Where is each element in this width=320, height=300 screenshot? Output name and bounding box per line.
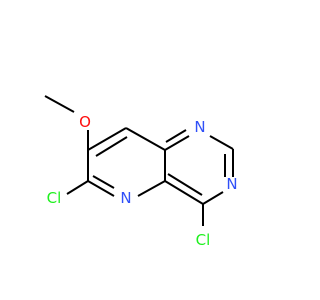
bond-methyl-oxygen	[44, 95, 75, 113]
bond-c6-chlorine	[66, 180, 89, 195]
bond-n5-c6-double	[92, 175, 115, 189]
bond-c8a-n1	[164, 135, 190, 151]
bond-c8a-n1-double	[165, 129, 187, 143]
bond-n5-c6	[87, 180, 115, 197]
atom-label-oxygen: O	[79, 113, 91, 131]
bond-c4-c4a-double	[167, 173, 203, 196]
atom-label-chlorine-left: Cl	[47, 189, 62, 207]
atom-label-nitrogen-top: N	[194, 118, 205, 136]
bond-c7-c8	[87, 127, 127, 151]
bond-n3-c4	[202, 191, 224, 205]
atom-label-nitrogen-right: N	[226, 175, 237, 193]
bond-c4-c4a	[164, 180, 204, 205]
bond-c7-c8-double	[95, 136, 128, 157]
bond-n1-c2	[209, 135, 234, 150]
atom-label-group: O N N N Cl Cl	[47, 113, 238, 249]
atom-label-chlorine-bottom: Cl	[196, 231, 211, 249]
molecule-structure-diagram: O N N N Cl Cl	[44, 95, 238, 249]
atom-label-nitrogen-center: N	[120, 189, 131, 207]
bond-c4a-n5	[137, 180, 166, 197]
bond-c8-c8a	[125, 127, 166, 151]
bond-group	[44, 95, 234, 226]
